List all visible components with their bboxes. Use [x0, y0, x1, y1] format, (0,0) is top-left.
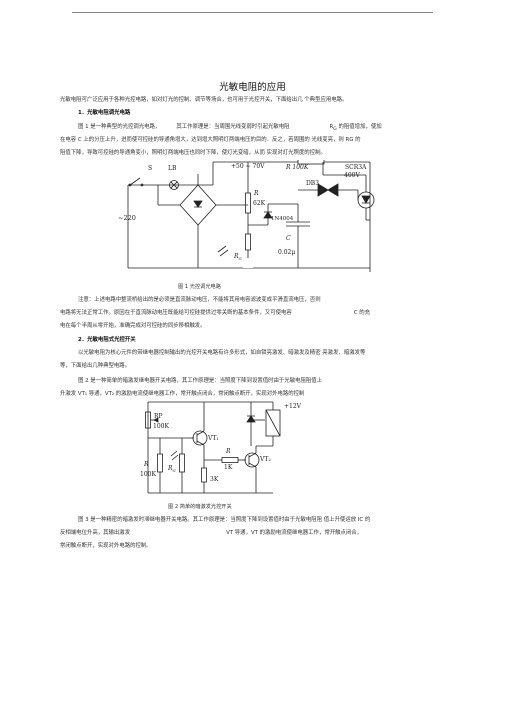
fig2-r-label: R [225, 448, 231, 455]
fig1-r62k-label: 62K [253, 200, 266, 207]
section1-note-line1: 注意：上述电路中整流桥给出的是必须是直流脉动电压，不能将其用电容滤波变成平滑直流… [78, 297, 321, 303]
fig1-db3-label: DB3 [306, 180, 319, 187]
fig1-scr-voltage-label: 400V [344, 172, 360, 179]
section2-para-line2: 等，下面给出几种典型电路。 [60, 363, 131, 369]
fig1-scr-label: SCR3A [345, 164, 367, 171]
fig1-diode-label: 1N4004 [271, 216, 294, 222]
fig2-vt2-label: VT₂ [259, 456, 271, 463]
fig1-switch-label: S [148, 165, 152, 172]
fig2-r3k-label: 3K [210, 476, 219, 483]
fig2-rg-label: RG [167, 465, 177, 473]
section2-para-line3: 图 2 是一种简单的暗激发继电器开关电路，其工作原理是：当照度下降到设置值时由于… [78, 378, 323, 384]
section2-para-line5: 图 3 是一种精密的暗激发时滞继电器开关电路。其工作原理是：当照度下降到设置值时… [78, 517, 371, 523]
fig2-r1k-label: 1K [224, 464, 233, 471]
figure2-caption: 图 2 简单的暗激发光控开关 [168, 504, 232, 510]
fig2-vt1-label: VT₁ [207, 435, 219, 442]
fig2-voltage-label: +12V [284, 403, 302, 410]
section1-heading: 1．光敏电阻调光电路 [78, 110, 131, 116]
fig2-rp-value: 100K [153, 423, 169, 430]
fig1-cval-label: 0.02μ [278, 249, 295, 256]
fig1-ac-label: ~220 [118, 214, 136, 222]
fig1-voltage-label: +50 ~ 70V [231, 163, 265, 170]
section2-para-line7: 常闭触点断开，实现对外电路的控制。 [60, 543, 152, 549]
section1-note-line3: 电在每个半周从零开始，准确完成对可控硅的同步移相触发。 [60, 323, 206, 329]
figure1-caption: 图 1 光控调光电路 [178, 284, 221, 290]
fig2-r100k-label: 100K [140, 471, 156, 478]
fig1-r100k-label: R 100K [285, 164, 309, 171]
fig2-rp-label: RP [154, 413, 163, 420]
section1-note-line2: 电路将无法正常工作。原因在于直流脉动电压既能给可控硅提供过零关断的基本条件，又可… [60, 310, 371, 316]
fig1-c-label: C [286, 235, 291, 242]
page-title: 光敏电阻的应用 [219, 82, 286, 93]
section2-para-line1: 以光敏电阻为核心元件的带继电器控制输出的光控开关电路有许多形式，如自锁亮激发、暗… [78, 350, 366, 356]
section2-para-line4: 升激发 VT₁ 导通，VT₂ 的激励电流使继电器工作，常开触点闭合，常闭触点断开… [60, 391, 305, 397]
fig1-lamp-label: LB [168, 165, 177, 172]
fig2-r-left-label: R [143, 461, 149, 468]
section1-para-line2: 在电容 C 上的分压上升，进而使可控硅的导通角增大，达到增大照明灯两端电压的目的… [60, 137, 361, 143]
intro-paragraph: 光敏电阻可广泛应用于各种光控电路，如对灯光的控制、调节等场合，也可用于光控开关，… [60, 97, 348, 103]
figure1-circuit: S LB ~220 +50 ~ 70V R 100K R 62K 1N4004 … [118, 160, 375, 272]
header-rule [72, 12, 433, 13]
figure2-circuit: +12V RP 100K VT₁ VT₂ R 1K 3K R 100K RG [140, 401, 302, 494]
section1-para-line3: 阻值下降，导致可控硅的导通角变小，照明灯两端电压也同时下降，使灯光变暗，从而 实… [60, 150, 326, 156]
fig1-rg-label: RG [233, 253, 243, 261]
section2-heading: 2．光敏电阻式光控开关 [78, 337, 136, 343]
fig1-r-label: R [253, 190, 259, 197]
